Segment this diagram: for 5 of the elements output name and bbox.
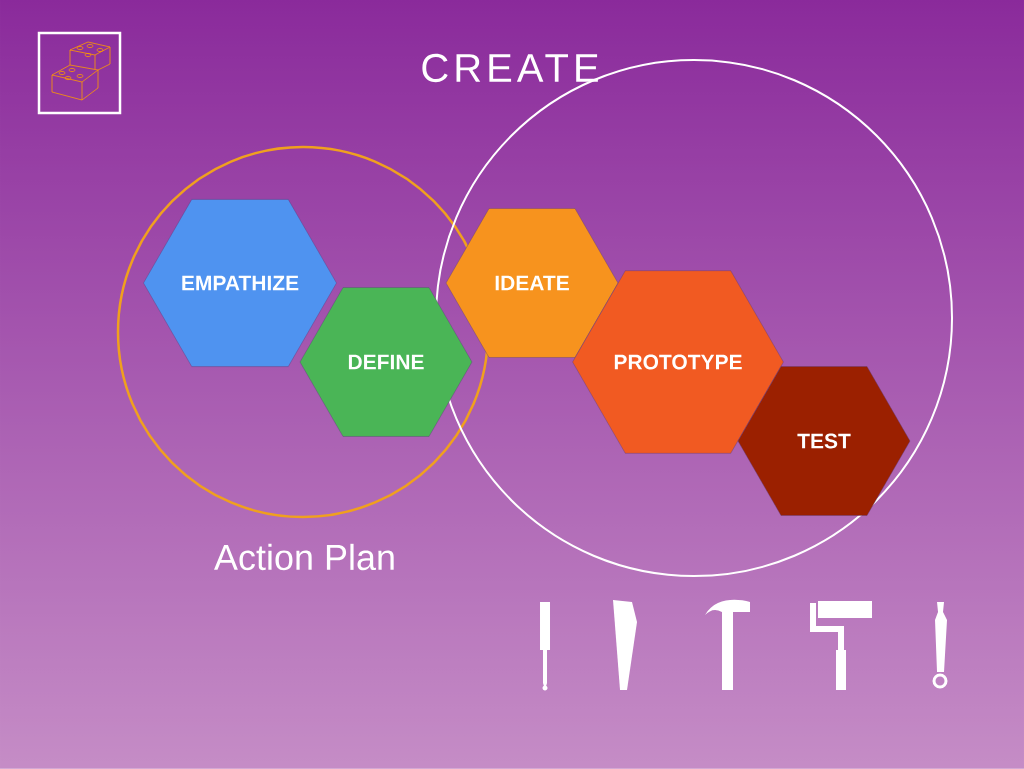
title: CREATE — [422, 53, 598, 83]
hexagon: EMPATHIZE — [143, 199, 337, 367]
hexagon: DEFINE — [299, 287, 473, 437]
hexagon: PROTOTYPE — [572, 270, 784, 454]
caption: Action Plan — [214, 543, 394, 571]
